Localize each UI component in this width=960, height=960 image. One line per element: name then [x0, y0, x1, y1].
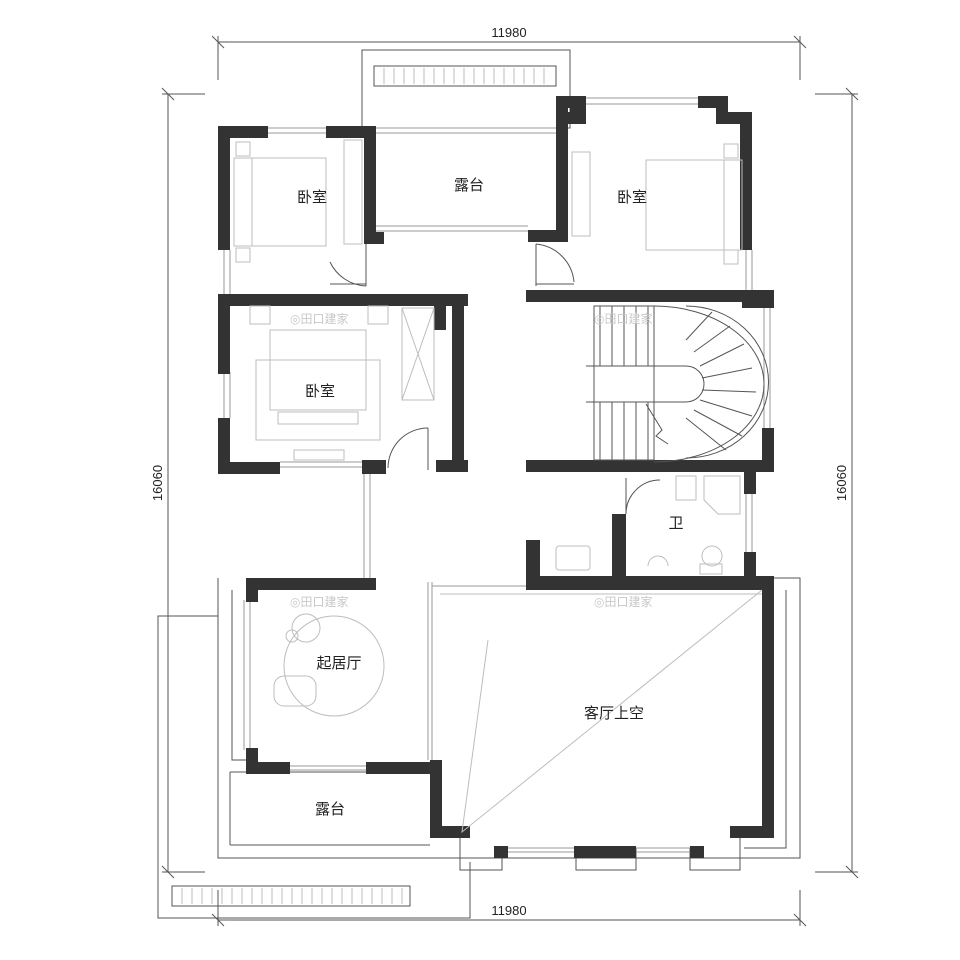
- dimension-lines: [161, 35, 859, 927]
- stair: [586, 305, 769, 463]
- room-label-bedroom-top-right: 卧室: [617, 188, 647, 206]
- svg-text:◎田口建家: ◎田口建家: [594, 594, 652, 609]
- room-label-terrace-top: 露台: [454, 176, 484, 194]
- dimension-bottom: 11980: [491, 903, 526, 918]
- watermarks: ◎田口建家 ◎田口建家 ◎田口建家 ◎田口建家: [290, 311, 652, 609]
- room-label-bedroom-middle: 卧室: [305, 382, 335, 400]
- room-label-terrace-bottom: 露台: [315, 800, 345, 818]
- furniture: [233, 139, 763, 834]
- windows: [223, 97, 771, 853]
- dimension-top: 11980: [491, 25, 526, 40]
- dimension-left: 16060: [150, 465, 165, 501]
- doors: [329, 243, 661, 515]
- room-label-bedroom-top-left: 卧室: [297, 188, 327, 206]
- outline-thin: [157, 49, 801, 919]
- svg-text:◎田口建家: ◎田口建家: [290, 311, 348, 326]
- dimension-right: 16060: [834, 465, 849, 501]
- room-label-living-void: 客厅上空: [584, 704, 644, 722]
- room-label-lounge: 起居厅: [316, 654, 361, 672]
- svg-text:◎田口建家: ◎田口建家: [594, 311, 652, 326]
- walls: [218, 96, 774, 858]
- room-label-bathroom: 卫: [668, 514, 683, 532]
- svg-text:◎田口建家: ◎田口建家: [290, 594, 348, 609]
